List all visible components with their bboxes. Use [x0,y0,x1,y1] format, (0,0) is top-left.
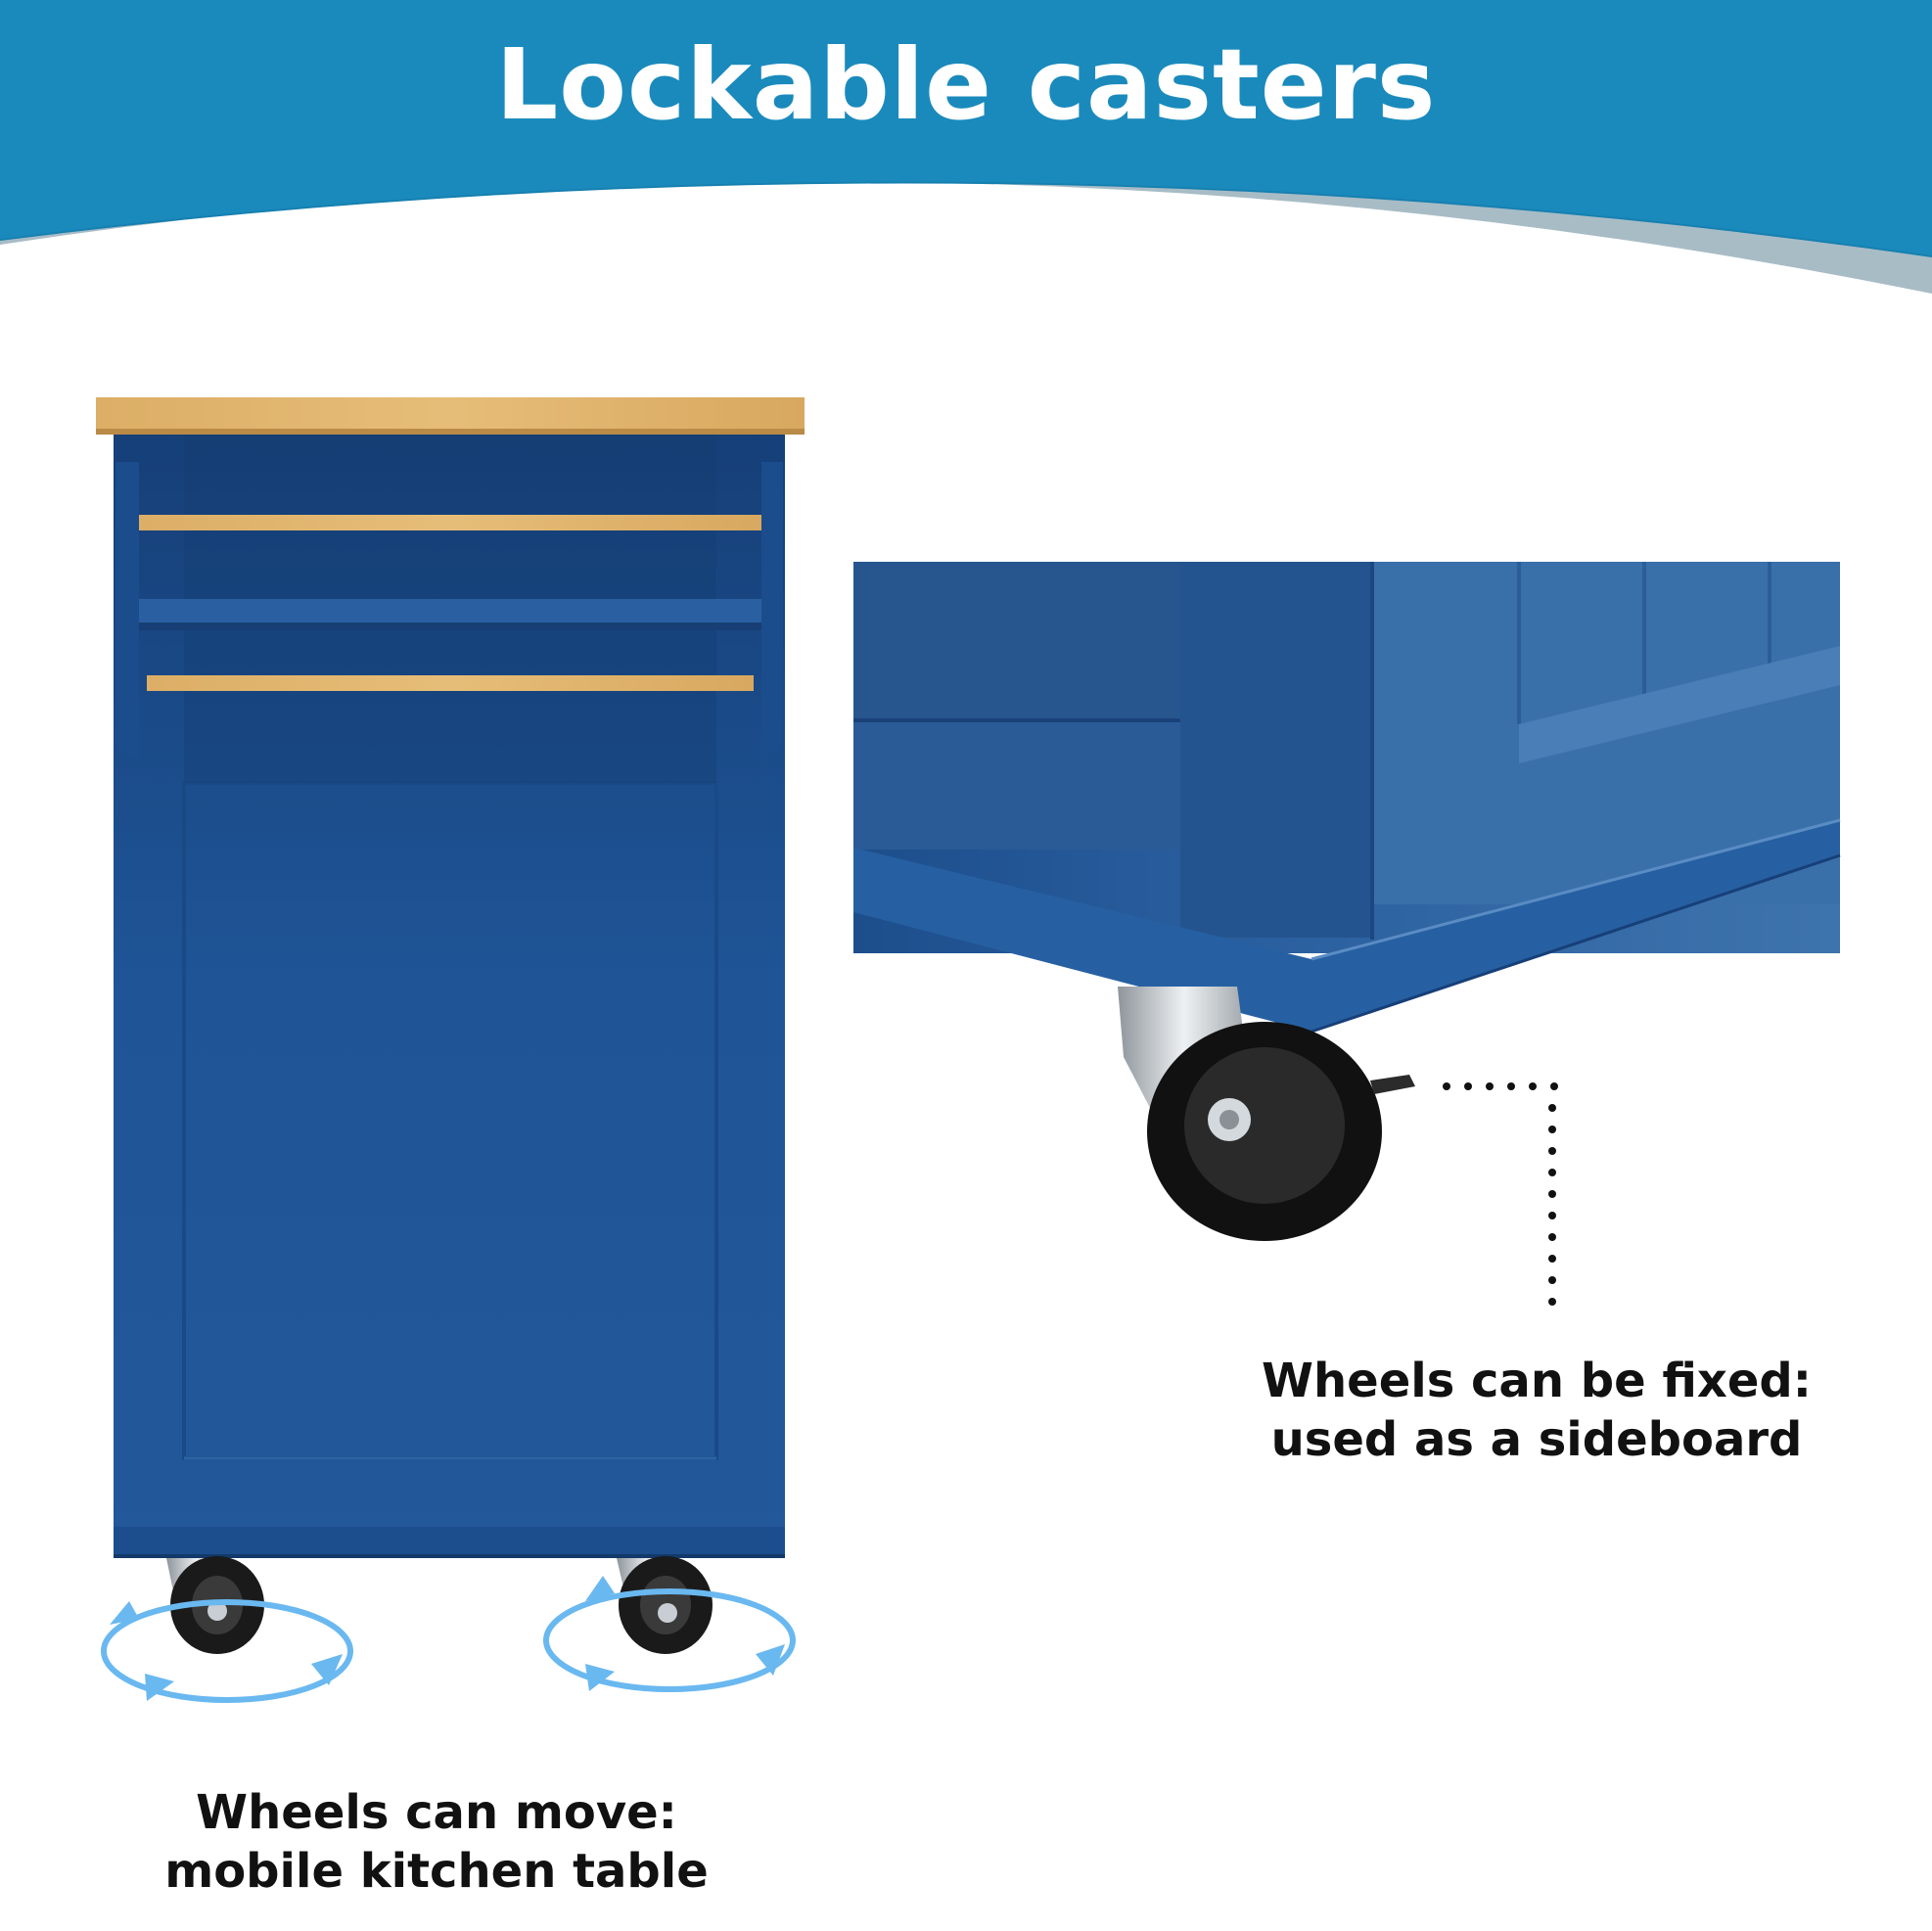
rotate-arrows-icon [543,1588,796,1692]
wooden-countertop [96,397,805,433]
caption-line: mobile kitchen table [164,1844,709,1899]
towel-rod-lower [147,675,754,691]
page-title: Lockable casters [495,27,1437,142]
caption-wheels-move: Wheels can move: mobile kitchen table [143,1783,730,1901]
caption-line: Wheels can be fixed: [1262,1354,1812,1408]
header-band [0,0,1932,294]
caption-wheels-fixed: Wheels can be fixed: used as a sideboard [1243,1352,1830,1469]
caption-line: Wheels can move: [196,1785,677,1840]
caption-line: used as a sideboard [1270,1412,1803,1467]
dotted-leader-line [1443,1082,1558,1306]
kitchen-cart-side-view [96,397,805,1654]
brake-pedal [1370,1075,1415,1094]
arrowheads [110,1576,785,1701]
caster-rear [617,1556,713,1654]
rotate-arrows-icon [101,1599,353,1703]
towel-rod-upper [139,515,761,530]
caster-closeup [853,562,1841,1241]
